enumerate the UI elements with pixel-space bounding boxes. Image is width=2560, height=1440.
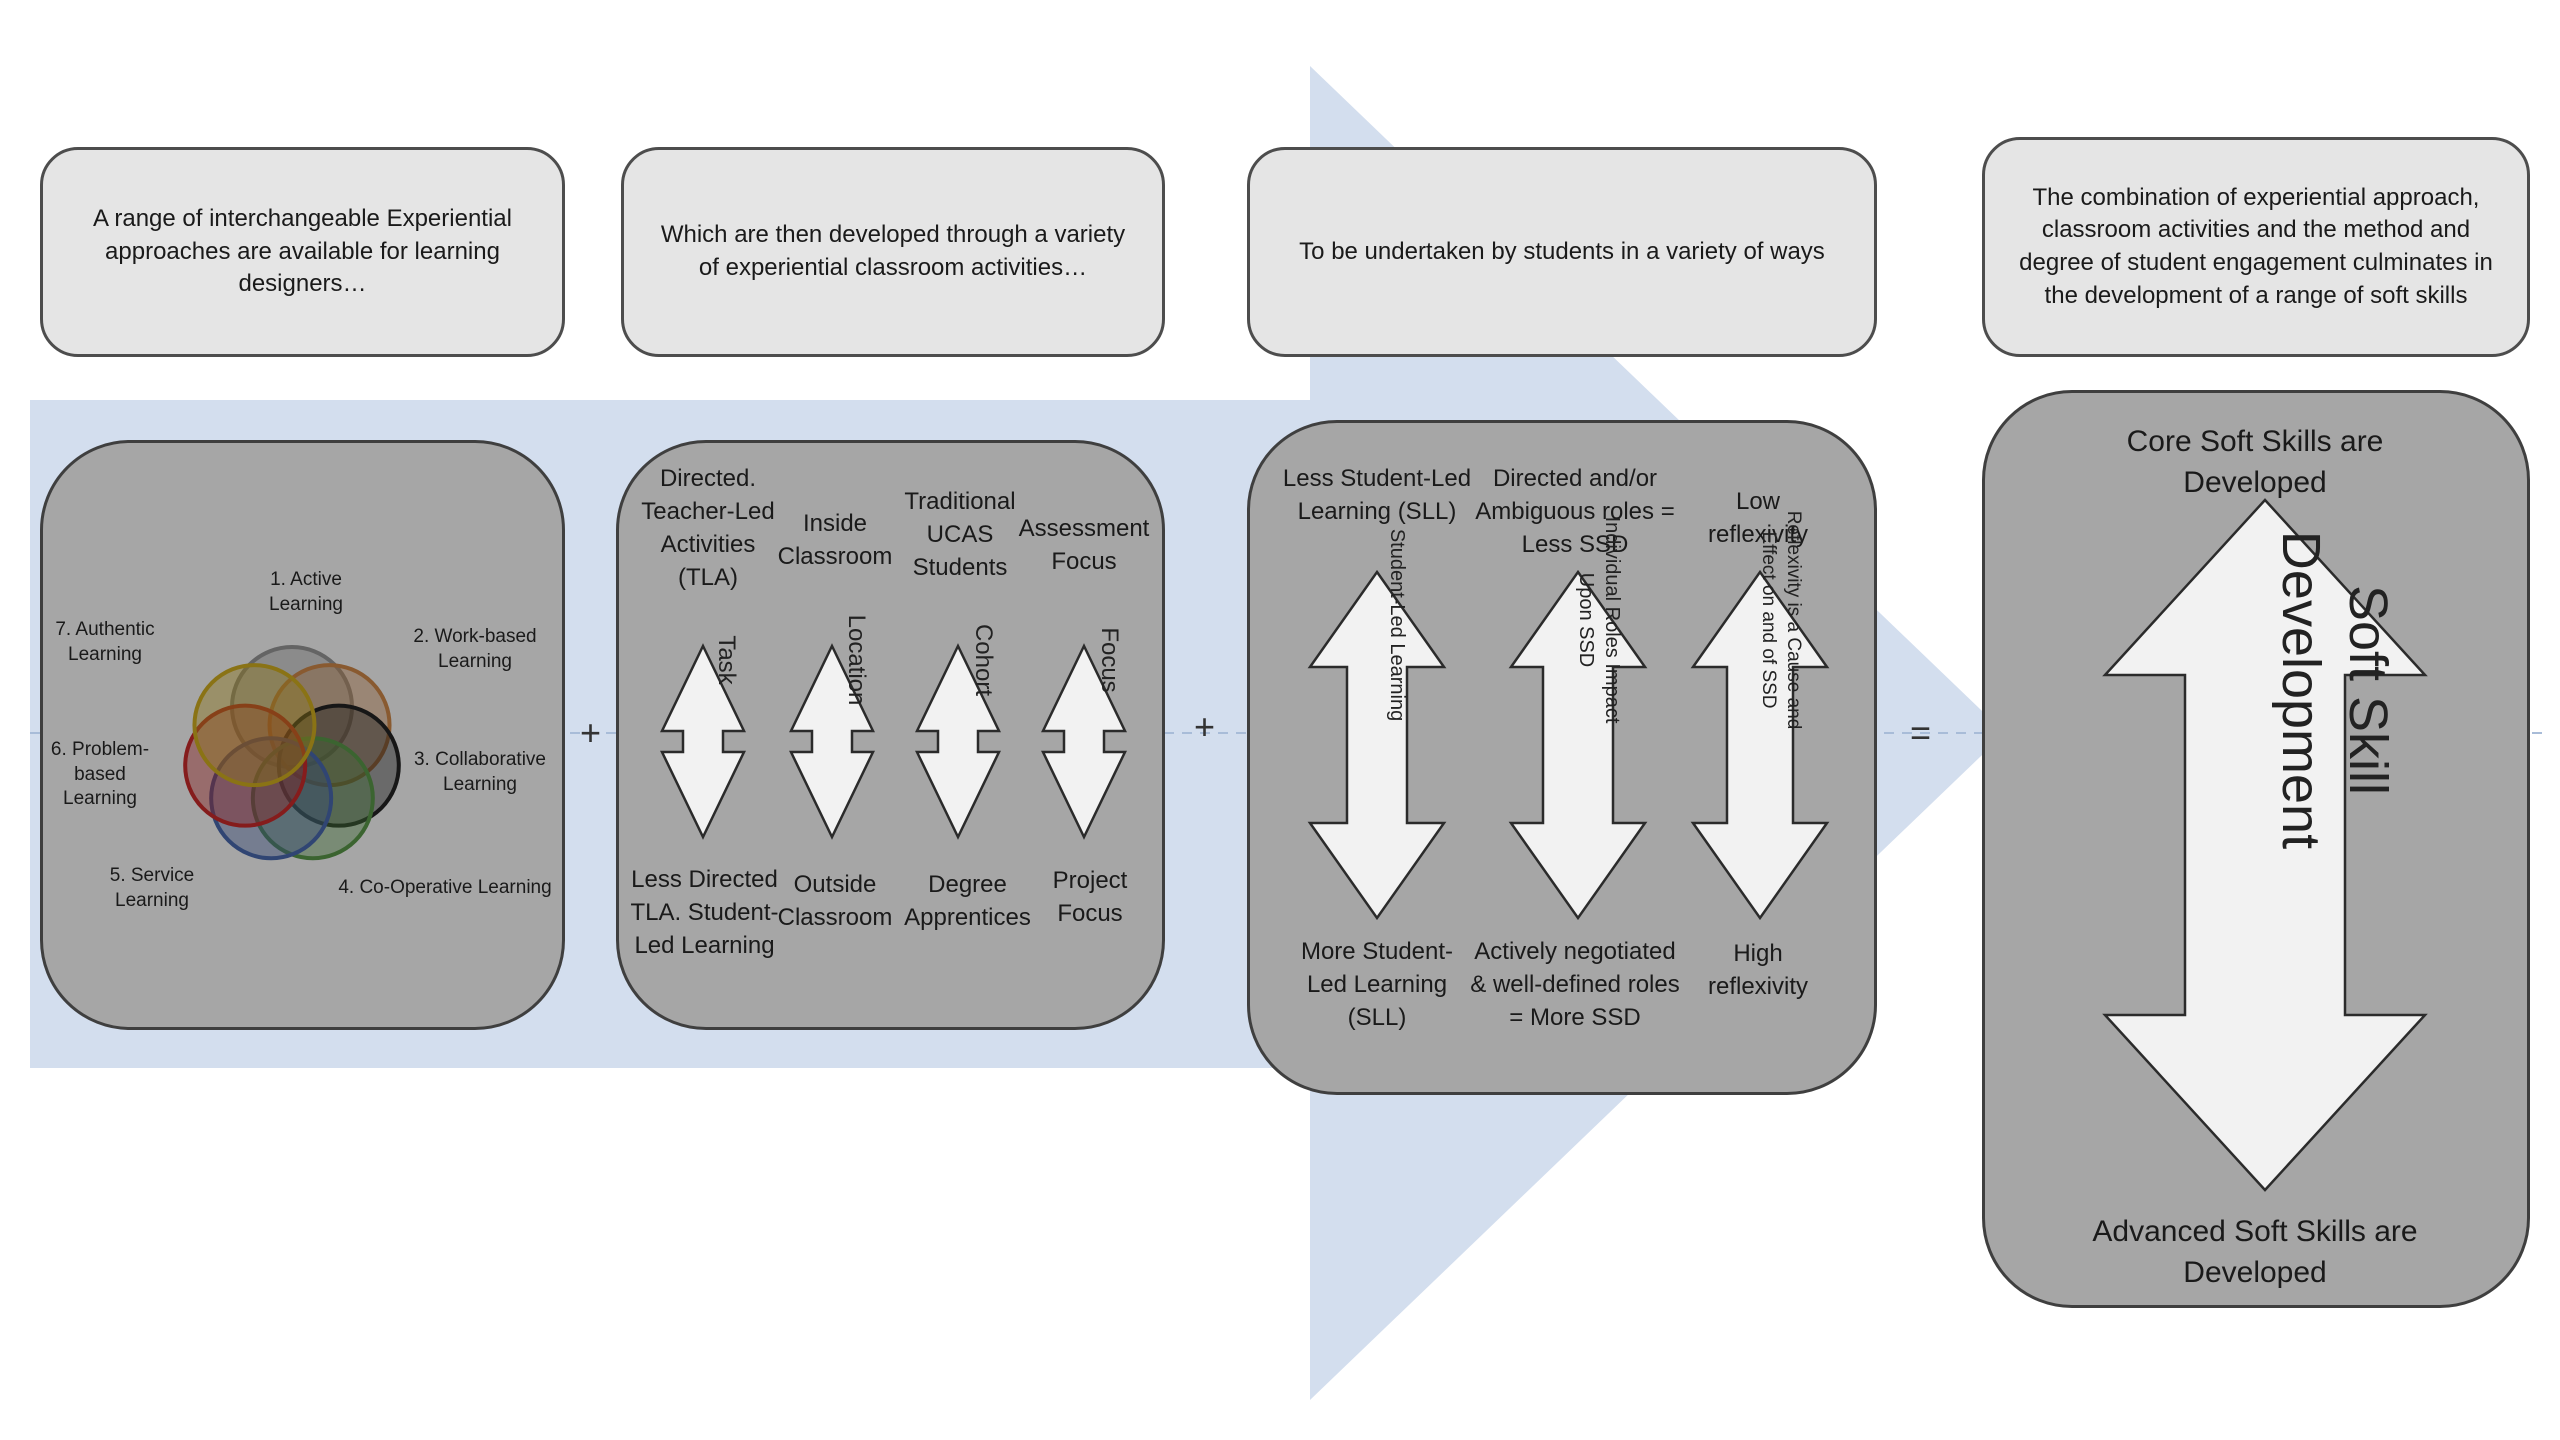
engagement-bottom-sll: More Student-Led Learning (SLL) <box>1300 938 1454 1032</box>
arrow-label-soft-skill: Soft Skill Development <box>2271 530 2399 850</box>
approach-label-authentic: 7. Authentic Learning <box>55 619 155 665</box>
activity-bottom-location: Outside Classroom <box>777 871 893 932</box>
activity-top-task: Directed. Teacher-Led Activities (TLA) <box>641 465 775 592</box>
panel-approaches <box>40 440 565 1030</box>
outcome-top-label: Core Soft Skills are Developed <box>2126 425 2384 499</box>
header-engagement: To be undertaken by students in a variet… <box>1247 147 1877 357</box>
activity-top-location: Inside Classroom <box>777 510 893 571</box>
arrow-label-roles: Individual Roles Impact Upon SSD <box>1575 516 1623 724</box>
approach-label-problem-based: 6. Problem-based Learning <box>50 739 150 810</box>
outcome-bottom-label: Advanced Soft Skills are Developed <box>2092 1215 2418 1289</box>
engagement-bottom-roles: Actively negotiated & well-defined roles… <box>1470 938 1680 1032</box>
engagement-bottom-reflexivity: High reflexivity <box>1707 940 1809 1001</box>
arrow-label-task: Task <box>713 635 740 685</box>
panel-outcome <box>1982 390 2530 1308</box>
engagement-top-reflexivity: Low reflexivity <box>1707 488 1809 549</box>
arrow-label-student-led: Student-Led Learning <box>1386 528 1409 722</box>
approach-label-active: 1. Active Learning <box>269 569 343 615</box>
activity-bottom-cohort: Degree Apprentices <box>904 871 1031 932</box>
arrow-label-reflexivity: Reflexivity is a Cause and Effect on and… <box>1758 510 1804 730</box>
header-approaches: A range of interchangeable Experiential … <box>40 147 565 357</box>
plus-operator-1: + <box>580 712 602 753</box>
arrow-label-cohort: Cohort <box>970 623 997 697</box>
activity-bottom-focus: Project Focus <box>1052 867 1128 928</box>
equals-operator: = <box>1910 712 1932 753</box>
approach-label-service: 5. Service Learning <box>109 865 195 911</box>
arrow-label-location: Location <box>843 614 870 706</box>
activity-top-cohort: Traditional UCAS Students <box>904 488 1016 582</box>
plus-operator-2: + <box>1194 706 1216 747</box>
approach-label-collaborative: 3. Collaborative Learning <box>413 749 547 795</box>
approach-label-work-based: 2. Work-based Learning <box>413 626 537 672</box>
engagement-top-sll: Less Student-Led Learning (SLL) <box>1282 465 1472 526</box>
arrow-label-focus: Focus <box>1096 627 1123 693</box>
activity-top-focus: Assessment Focus <box>1018 515 1150 576</box>
header-outcome: The combination of experiential approach… <box>1982 137 2530 357</box>
engagement-top-roles: Directed and/or Ambiguous roles = Less S… <box>1475 465 1675 559</box>
header-activities: Which are then developed through a varie… <box>621 147 1165 357</box>
approach-label-co-operative: 4. Co-Operative Learning <box>338 877 552 898</box>
activity-bottom-task: Less Directed TLA. Student-Led Learning <box>630 866 779 960</box>
